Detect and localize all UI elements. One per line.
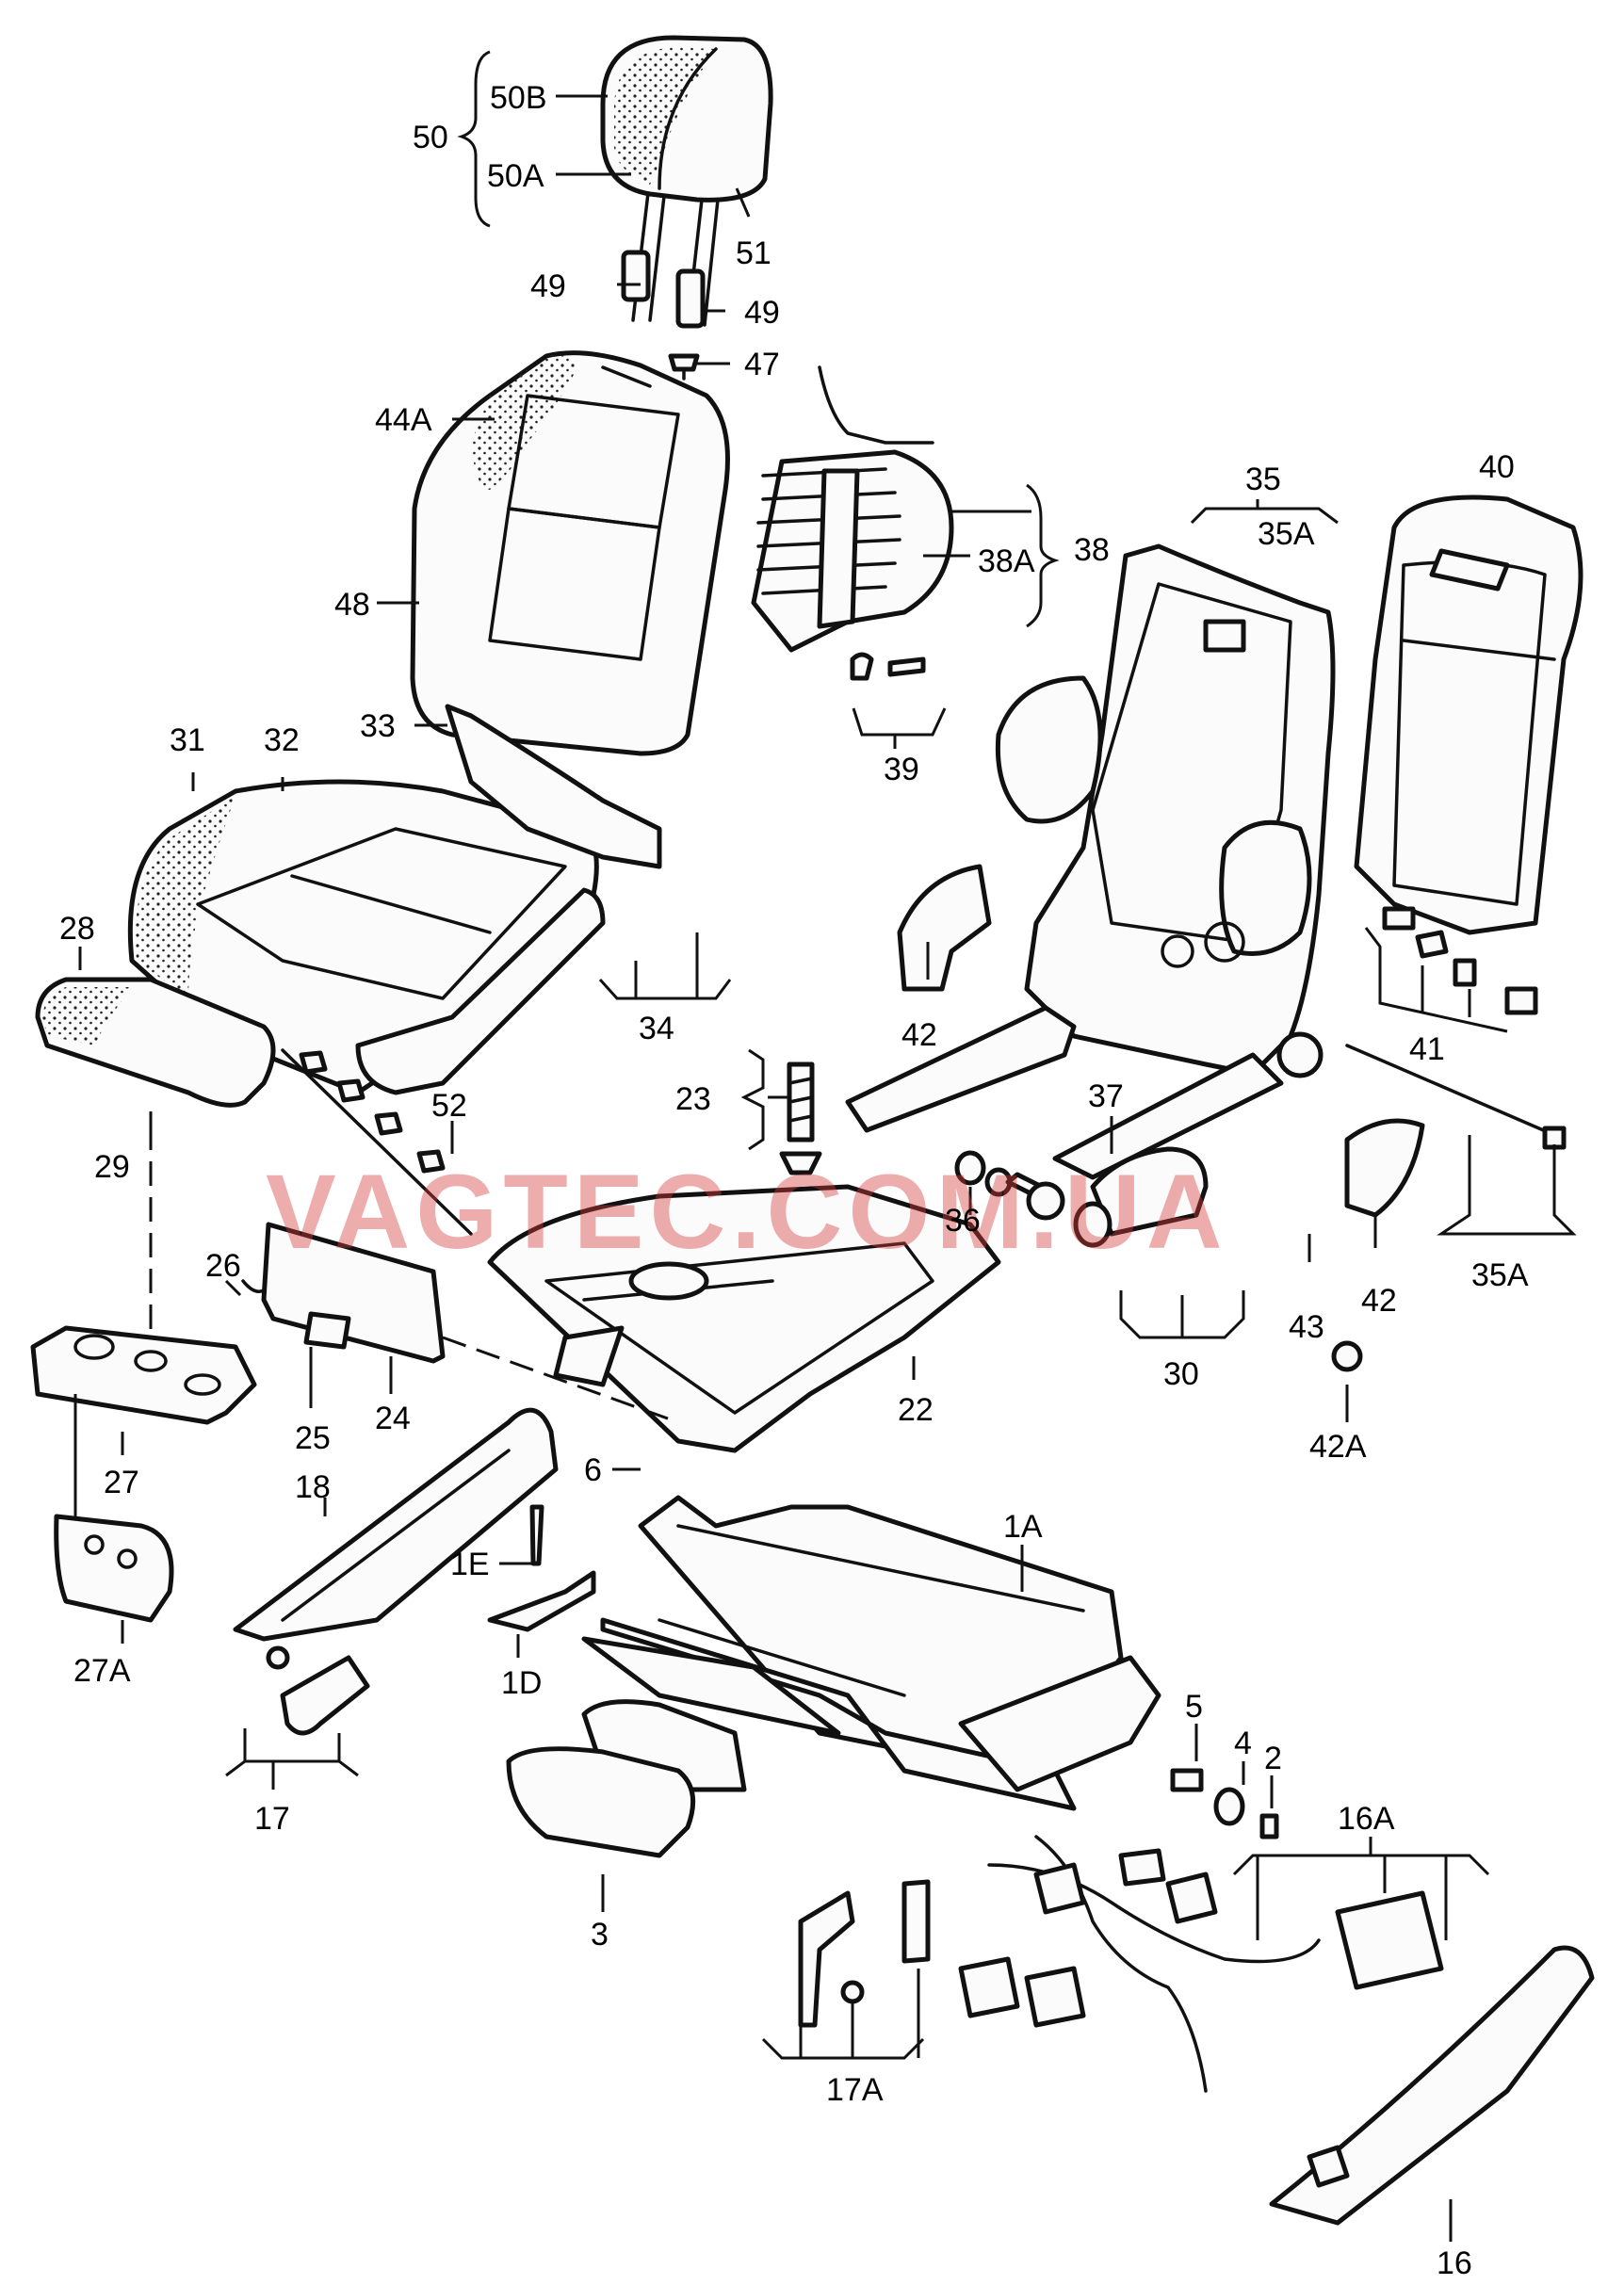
label-30: 30: [1163, 1356, 1199, 1392]
lumbar-support: [751, 365, 954, 681]
label-1a: 1A: [1003, 1509, 1043, 1545]
label-42-right: 42: [1361, 1283, 1397, 1319]
label-49-right: 49: [744, 295, 780, 331]
label-42a: 42A: [1309, 1429, 1367, 1465]
thigh-cushion: [35, 977, 276, 1108]
leader-lines: [73, 50, 1577, 2242]
label-44a: 44A: [375, 402, 432, 438]
watermark: VAGTEC.COM.UA: [266, 1153, 1228, 1271]
rear-panel: [1354, 494, 1583, 935]
label-50a: 50A: [487, 158, 544, 194]
label-43: 43: [1289, 1309, 1324, 1345]
seat-motor: [506, 1699, 747, 1858]
headrest: [600, 35, 773, 381]
label-16: 16: [1437, 2245, 1472, 2281]
bracket-17a: [798, 1879, 931, 2028]
storage-lid: [30, 1325, 257, 1623]
harness-strip: [281, 1048, 473, 1236]
label-2: 2: [1264, 1741, 1282, 1776]
label-42-left: 42: [901, 1017, 937, 1053]
label-49-left: 49: [530, 268, 566, 304]
label-32: 32: [264, 722, 300, 758]
backrest-motor: [954, 1146, 1209, 1248]
label-37: 37: [1088, 1078, 1124, 1114]
label-38: 38: [1074, 532, 1110, 568]
label-22: 22: [898, 1392, 934, 1428]
label-36: 36: [945, 1203, 981, 1239]
label-52: 52: [431, 1088, 467, 1124]
label-35: 35: [1245, 462, 1281, 497]
wiring-harness: [958, 1835, 1595, 2226]
label-24: 24: [375, 1401, 411, 1436]
label-31: 31: [170, 722, 205, 758]
label-33: 33: [360, 708, 396, 744]
seat-pan: [487, 1184, 1001, 1453]
label-23: 23: [675, 1081, 711, 1117]
callout-labels: 50 50B 50A 51 49 49 47 44A 48 38 38A 39 …: [59, 80, 1529, 2281]
seat-frame: [581, 1495, 1161, 1811]
hinge-cover: [897, 864, 1425, 1372]
seat-cushion: [127, 779, 606, 1095]
label-3: 3: [591, 1917, 609, 1953]
label-41: 41: [1409, 1031, 1445, 1067]
label-17a: 17A: [826, 2072, 884, 2108]
label-4: 4: [1234, 1726, 1252, 1761]
label-29: 29: [94, 1149, 130, 1185]
bracket-1d: [487, 1504, 596, 1632]
label-18: 18: [295, 1469, 331, 1505]
side-trim-panel: [233, 1407, 559, 1642]
clips-and-rod: [1345, 906, 1567, 1150]
spring-bushing: [779, 1061, 822, 1175]
label-50b: 50B: [490, 80, 547, 116]
bracket-17: [266, 1645, 370, 1736]
label-1d: 1D: [501, 1665, 542, 1701]
label-51: 51: [736, 235, 771, 271]
label-34: 34: [639, 1011, 674, 1046]
label-47: 47: [744, 347, 780, 382]
label-5: 5: [1185, 1689, 1203, 1725]
label-38a: 38A: [978, 543, 1035, 579]
label-35a-top: 35A: [1258, 516, 1315, 552]
label-35a-bottom: 35A: [1471, 1257, 1529, 1293]
label-50: 50: [413, 120, 448, 155]
label-39: 39: [884, 752, 919, 787]
label-17: 17: [254, 1801, 290, 1837]
label-28: 28: [59, 911, 95, 947]
small-hardware: [1170, 1768, 1279, 1839]
backrest-cushion: [410, 350, 730, 756]
label-27: 27: [104, 1465, 139, 1500]
label-48: 48: [334, 587, 370, 623]
label-1e: 1E: [450, 1547, 490, 1582]
label-40: 40: [1479, 449, 1515, 485]
side-trim: [445, 704, 662, 869]
label-6: 6: [584, 1452, 602, 1488]
label-26: 26: [205, 1248, 241, 1284]
label-25: 25: [295, 1420, 331, 1456]
label-16a: 16A: [1338, 1801, 1395, 1837]
side-bracket: [241, 1222, 446, 1364]
label-27a: 27A: [73, 1653, 131, 1689]
